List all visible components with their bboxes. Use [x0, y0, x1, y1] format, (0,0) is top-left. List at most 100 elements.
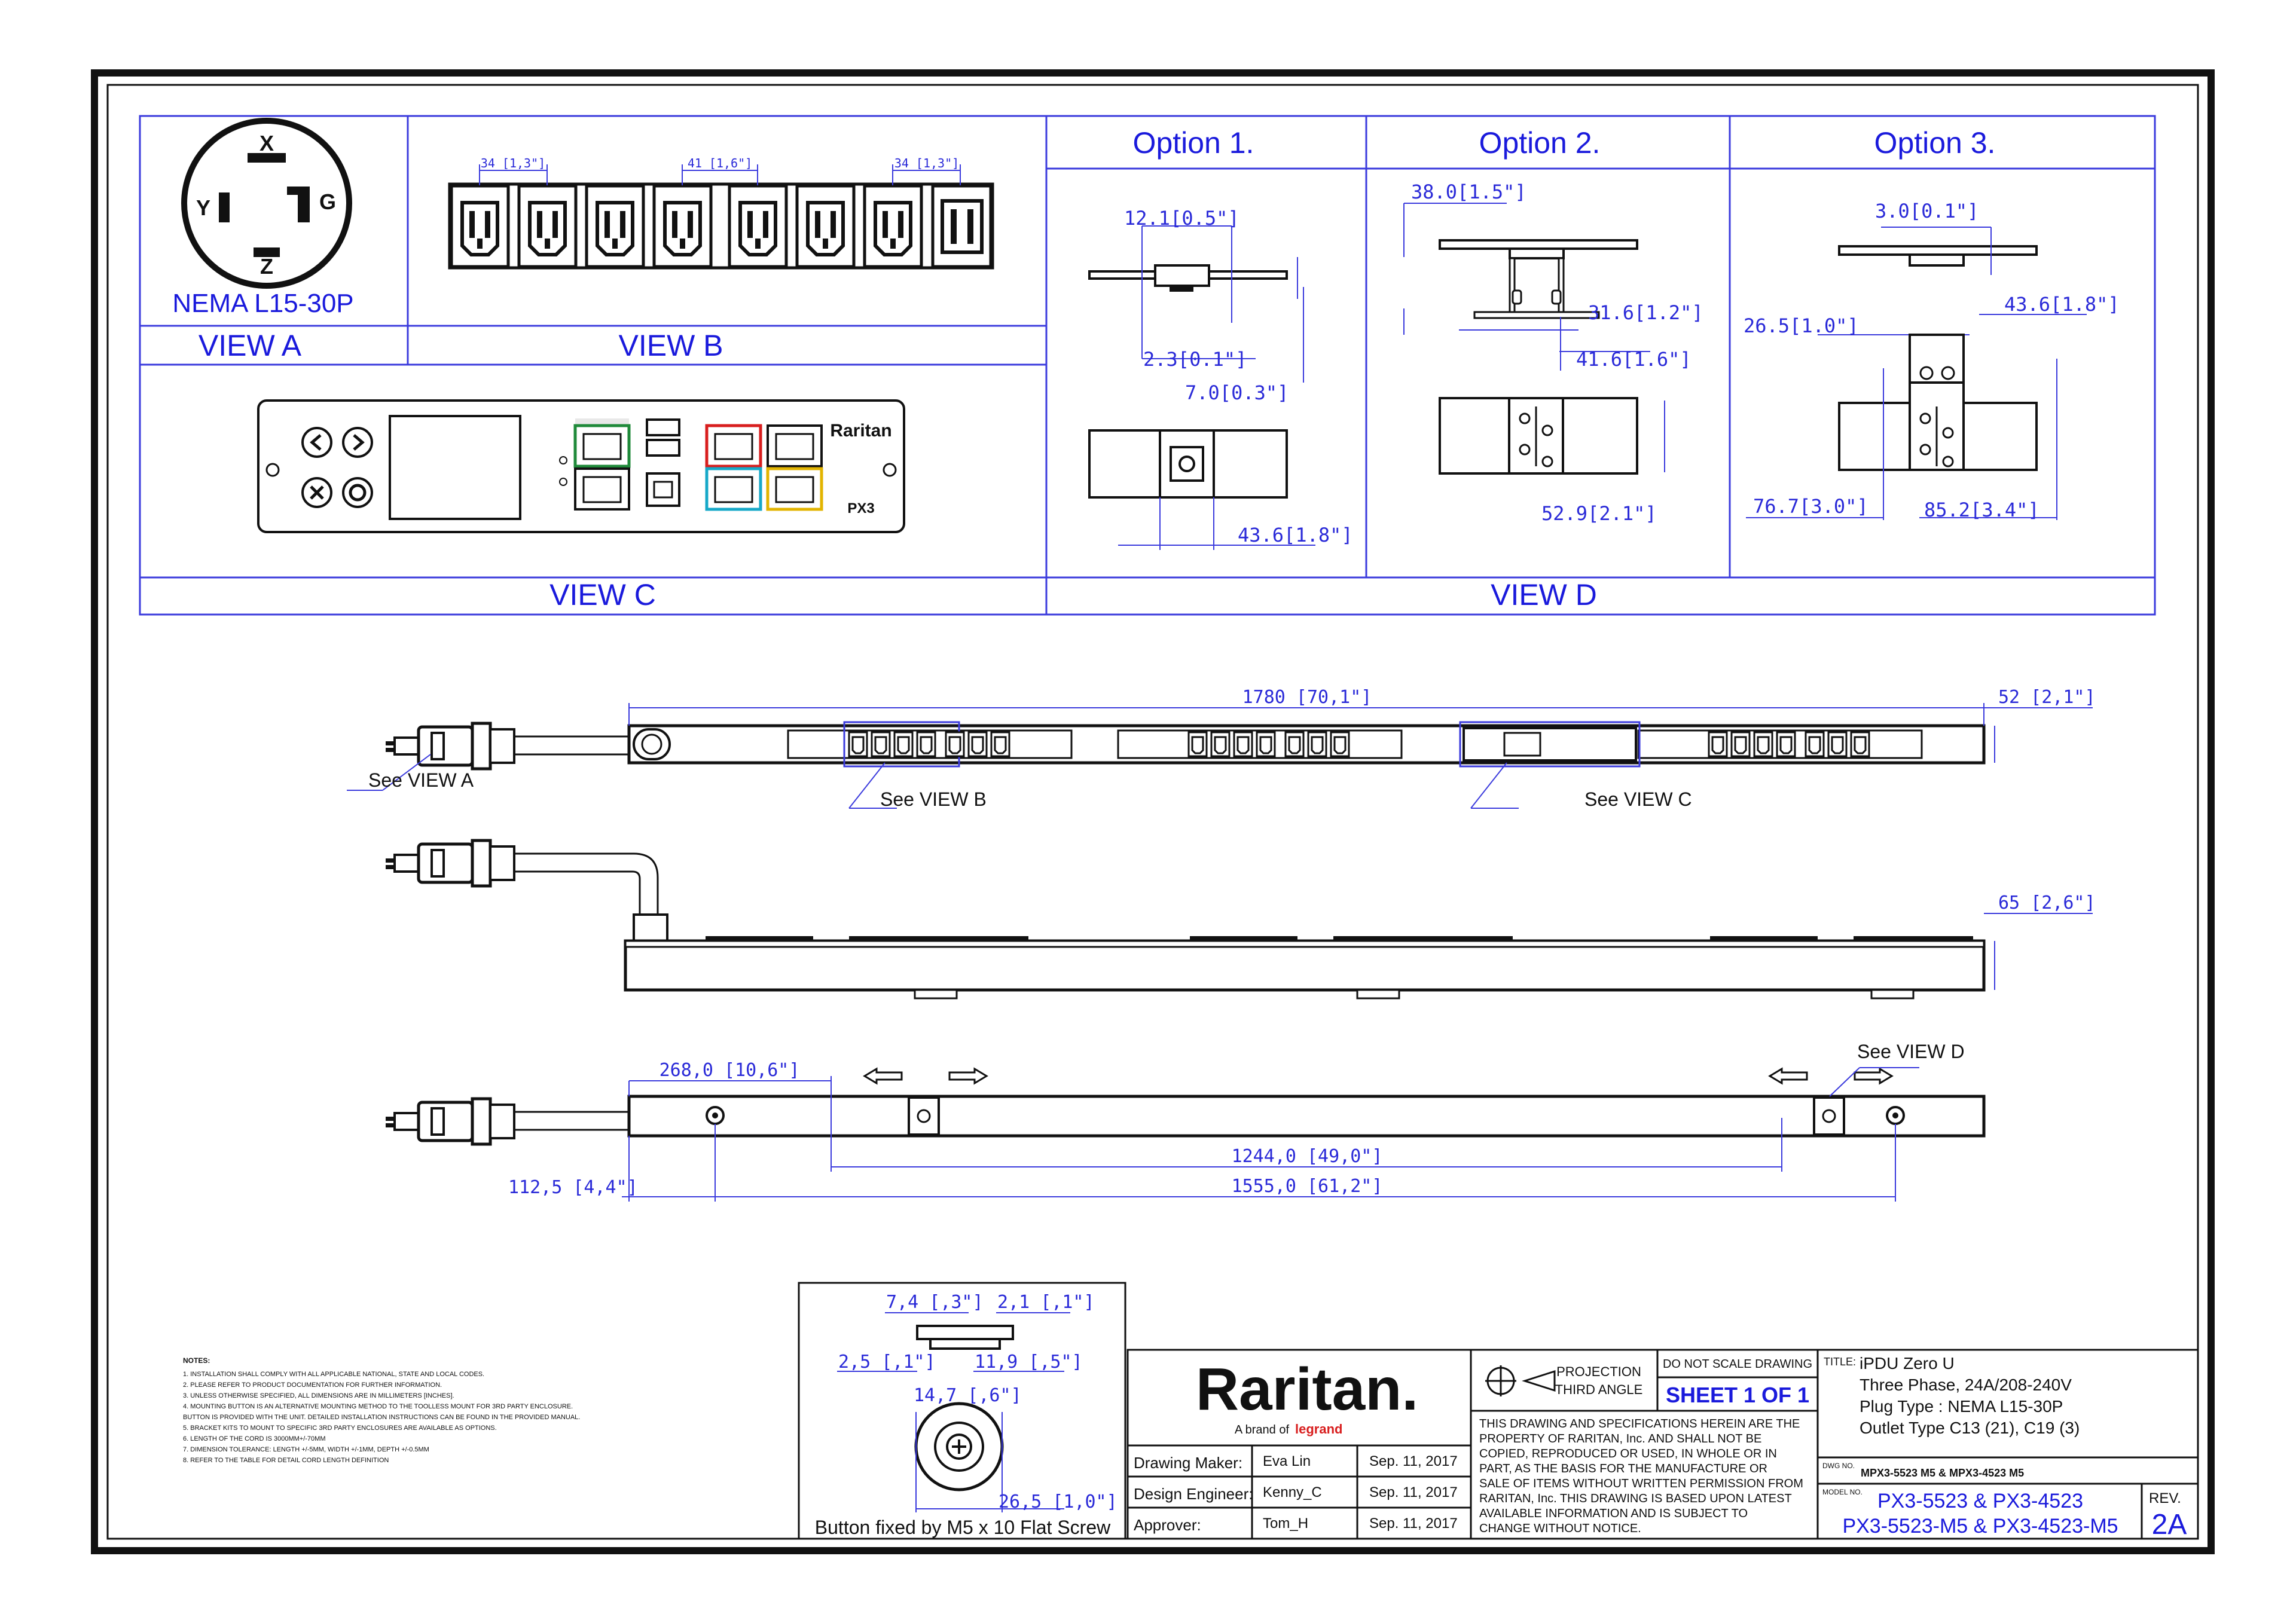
button-dim-4: 11,9 [,5"] — [975, 1352, 1083, 1373]
tagline-brand: legrand — [1295, 1422, 1342, 1436]
outlet-mark — [1753, 731, 1773, 757]
disclaimer-line: PROPERTY OF RARITAN, Inc. AND SHALL NOT … — [1479, 1432, 1761, 1445]
dim-1555: 1555,0 [61,2"] — [1232, 1176, 1383, 1197]
note-line: 1. INSTALLATION SHALL COMPLY WITH ALL AP… — [183, 1371, 484, 1378]
disclaimer-line: RARITAN, Inc. THIS DRAWING IS BASED UPON… — [1479, 1492, 1792, 1505]
disclaimer-line: PART, AS THE BASIS FOR THE MANUFACTURE O… — [1479, 1462, 1767, 1475]
outlet-mark — [916, 731, 936, 757]
projection-label: PROJECTION — [1556, 1364, 1641, 1379]
outlet-mark — [1210, 731, 1231, 757]
model-line-1: PX3-5523 & PX3-4523 — [1877, 1490, 2083, 1512]
outlet-mark — [1827, 731, 1848, 757]
outlet-mark — [1330, 731, 1350, 757]
view-c-brand: Raritan — [830, 421, 891, 441]
button-detail: 7,4 [,3"] 2,1 [,1"] 2,5 [,1"] 11,9 [,5"]… — [798, 1282, 1126, 1540]
model-line-2: PX3-5523-M5 & PX3-4523-M5 — [1842, 1515, 2118, 1538]
dwg-label: DWG NO. — [1822, 1462, 1855, 1470]
pdu-side-view: 65 [2,6"] — [386, 840, 2096, 1000]
option-1-dim-3: 7.0[0.3"] — [1185, 381, 1289, 404]
disclaimer-line: COPIED, REPRODUCED OR USED, IN WHOLE OR … — [1479, 1447, 1777, 1460]
note-line: 6. LENGTH OF THE CORD IS 3000MM+/-70MM — [183, 1435, 326, 1442]
pdu-front-view: 1780 [70,1"] 52 [2,1"] See VIEW A See VI… — [347, 687, 2096, 810]
option-2-dim-4: 52.9[2.1"] — [1541, 502, 1657, 525]
note-line: 7. DIMENSION TOLERANCE: LENGTH +/-5MM, W… — [183, 1446, 429, 1453]
outlet-mark — [1708, 731, 1728, 757]
pin-y: Y — [196, 195, 210, 220]
disclaimer-line: THIS DRAWING AND SPECIFICATIONS HEREIN A… — [1479, 1417, 1800, 1431]
view-a: X Y G Z NEMA L15-30P VIEW A — [172, 118, 354, 362]
option-3-dim-1: 3.0[0.1"] — [1875, 200, 1979, 222]
option-2: Option 2. 38.0[1.5"] 31.6[1.2"] 41.6[1.6… — [1403, 126, 1703, 525]
engineer-name: Kenny_C — [1263, 1484, 1322, 1500]
see-view-b: See VIEW B — [880, 788, 987, 810]
sheet-number: SHEET 1 OF 1 — [1666, 1383, 1809, 1407]
view-b: 34 [1,3"] 41 [1,6"] 34 [1,3"] VIEW B — [448, 156, 994, 362]
length-dim: 1780 [70,1"] — [1242, 687, 1372, 708]
title-line: Outlet Type C13 (21), C19 (3) — [1860, 1419, 2080, 1437]
disclaimer-line: CHANGE WITHOUT NOTICE. — [1479, 1522, 1641, 1535]
outlet-mark — [967, 731, 988, 757]
view-c-model-mark: PX3 — [847, 500, 874, 516]
view-b-dim-3: 34 [1,3"] — [894, 156, 959, 170]
note-line: 8. REFER TO THE TABLE FOR DETAIL CORD LE… — [183, 1457, 389, 1464]
note-line: BUTTON IS PROVIDED WITH THE UNIT. DETAIL… — [183, 1414, 580, 1421]
outlet-mark — [1307, 731, 1327, 757]
option-2-title: Option 2. — [1479, 126, 1601, 160]
outlet-mark — [1805, 731, 1825, 757]
view-b-label: VIEW B — [618, 329, 723, 362]
maker-date: Sep. 11, 2017 — [1369, 1453, 1458, 1469]
approver-date: Sep. 11, 2017 — [1369, 1515, 1458, 1532]
title-block: Raritan. A brand of legrand Drawing Make… — [1126, 1349, 2199, 1541]
view-c-label: VIEW C — [549, 578, 656, 612]
depth-dim: 65 [2,6"] — [1998, 893, 2096, 913]
outlet-mark — [1730, 731, 1751, 757]
dim-112: 112,5 [4,4"] — [508, 1177, 638, 1198]
outlet-mark — [1187, 731, 1208, 757]
note-line: 3. UNLESS OTHERWISE SPECIFIED, ALL DIMEN… — [183, 1392, 454, 1399]
outlet-mark — [1776, 731, 1796, 757]
option-3-dim-3: 26.5[1.0"] — [1744, 314, 1859, 337]
view-d-label: VIEW D — [1491, 578, 1597, 612]
note-line: 2. PLEASE REFER TO PRODUCT DOCUMENTATION… — [183, 1381, 442, 1389]
rev-value: 2A — [2152, 1509, 2187, 1541]
option-1-dim-4: 43.6[1.8"] — [1238, 524, 1353, 546]
option-3-dim-4: 76.7[3.0"] — [1753, 495, 1868, 518]
option-3-dim-2: 43.6[1.8"] — [2004, 293, 2120, 316]
width-dim: 52 [2,1"] — [1998, 687, 2096, 708]
dwg-number: MPX3-5523 M5 & MPX3-4523 M5 — [1861, 1467, 2024, 1479]
button-caption: Button fixed by M5 x 10 Flat Screw — [815, 1517, 1111, 1538]
no-scale-label: DO NOT SCALE DRAWING — [1663, 1358, 1812, 1371]
option-1-title: Option 1. — [1133, 126, 1254, 160]
option-3-dim-5: 85.2[3.4"] — [1924, 499, 2039, 521]
dim-268: 268,0 [10,6"] — [660, 1060, 800, 1081]
note-line: 4. MOUNTING BUTTON IS AN ALTERNATIVE MOU… — [183, 1403, 573, 1410]
view-b-dim-1: 34 [1,3"] — [481, 156, 545, 170]
maker-name: Eva Lin — [1263, 1453, 1311, 1469]
outlet-mark — [945, 731, 965, 757]
title-line: Plug Type : NEMA L15-30P — [1860, 1397, 2063, 1416]
raritan-logo: Raritan. — [1196, 1356, 1418, 1423]
option-2-dim-1: 38.0[1.5"] — [1411, 181, 1526, 203]
engineer-role: Design Engineer: — [1134, 1485, 1253, 1503]
button-dim-2: 2,1 [,1"] — [997, 1292, 1095, 1313]
pin-x: X — [259, 131, 274, 155]
option-1-dim-1: 12.1[0.5"] — [1124, 207, 1239, 230]
option-3-title: Option 3. — [1874, 126, 1996, 160]
pin-g: G — [319, 189, 336, 214]
view-b-dim-2: 41 [1,6"] — [688, 156, 752, 170]
title-label: TITLE: — [1824, 1356, 1856, 1368]
view-c: Raritan PX3 VIEW C — [257, 399, 905, 612]
button-dim-1: 7,4 [,3"] — [886, 1292, 984, 1313]
notes: NOTES: 1. INSTALLATION SHALL COMPLY WITH… — [183, 1356, 580, 1464]
disclaimer-line: AVAILABLE INFORMATION AND IS SUBJECT TO — [1479, 1507, 1748, 1520]
model-label: MODEL NO. — [1822, 1488, 1863, 1496]
button-dim-6: 26,5 [1,0"] — [999, 1491, 1118, 1512]
view-a-label: VIEW A — [199, 329, 302, 362]
option-2-dim-3: 41.6[1.6"] — [1576, 348, 1692, 371]
tagline-pre: A brand of — [1235, 1423, 1290, 1436]
approver-name: Tom_H — [1263, 1515, 1308, 1532]
button-dim-3: 2,5 [,1"] — [838, 1352, 936, 1373]
option-1: Option 1. 12.1[0.5"] 2.3[0.1"] 7.0[0.3"]… — [1088, 126, 1353, 550]
notes-title: NOTES: — [183, 1356, 210, 1365]
